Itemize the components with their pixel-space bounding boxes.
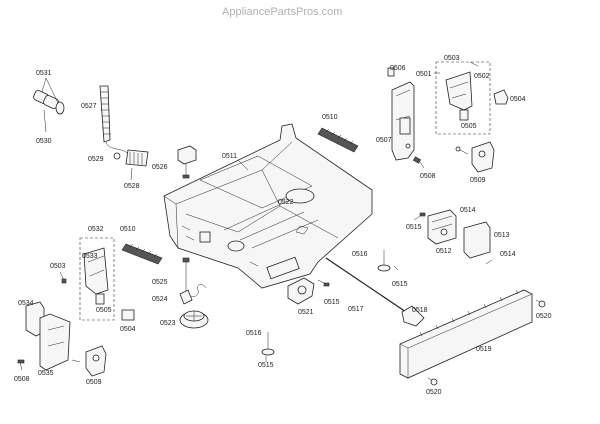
part-label-0535: 0535 — [38, 370, 54, 377]
side-plate-part-0535 — [17, 301, 71, 371]
part-label-0509-left: 0509 — [86, 379, 102, 386]
toe-kick-panel-0519 — [399, 289, 533, 379]
screw-0520-right — [535, 299, 546, 308]
part-label-0515-bottom: 0515 — [258, 362, 274, 369]
part-label-0525: 0525 — [152, 279, 168, 286]
part-label-0512: 0512 — [436, 248, 452, 255]
part-label-0510-left: 0510 — [120, 226, 136, 233]
part-label-0516-right: 0516 — [352, 251, 368, 258]
float-part-left — [121, 243, 163, 265]
part-label-0510-top: 0510 — [322, 114, 338, 121]
bracket-assembly-right-part — [387, 67, 425, 169]
part-label-0527: 0527 — [81, 103, 97, 110]
assembly-group-box-0532 — [79, 237, 115, 321]
rod-part-0517 — [325, 257, 407, 313]
screw-0520-bottom — [427, 377, 438, 386]
part-label-0515-right: 0515 — [406, 224, 422, 231]
part-label-0509-top: 0509 — [470, 177, 486, 184]
base-tub-part — [163, 123, 373, 289]
hinge-part-0509-left — [71, 345, 107, 377]
part-label-0501: 0501 — [416, 71, 432, 78]
part-label-0530: 0530 — [36, 138, 52, 145]
part-label-0515-center: 0515 — [324, 299, 340, 306]
part-label-0505-top: 0505 — [461, 123, 477, 130]
part-label-0526: 0526 — [152, 164, 168, 171]
part-label-0514-top: 0514 — [460, 207, 476, 214]
part-label-0523: 0523 — [160, 320, 176, 327]
part-label-0503-top: 0503 — [444, 55, 460, 62]
part-label-0513: 0513 — [494, 232, 510, 239]
assembly-group-box-0501 — [435, 61, 491, 135]
lock-bracket-part — [445, 61, 479, 121]
screw-0515-right — [413, 215, 421, 221]
cover-part-0513 — [463, 221, 491, 259]
part-label-0534: 0534 — [18, 300, 34, 307]
part-label-0524: 0524 — [152, 296, 168, 303]
part-label-0521: 0521 — [298, 309, 314, 316]
float-part-top — [317, 127, 359, 153]
part-label-0508-top: 0508 — [420, 173, 436, 180]
sensor-part-0525 — [179, 257, 207, 305]
drain-hose-part — [99, 85, 149, 167]
foot-part-0516-right — [377, 250, 399, 272]
hose-clamp-part — [33, 77, 65, 133]
housing-part-0512 — [427, 209, 457, 245]
part-label-0517: 0517 — [348, 306, 364, 313]
part-label-0529: 0529 — [88, 156, 104, 163]
part-label-0520-bottom: 0520 — [426, 389, 442, 396]
part-label-0520-right: 0520 — [536, 313, 552, 320]
pump-part-0523 — [179, 310, 209, 329]
small-bracket-0504-top — [493, 89, 509, 105]
part-label-0511: 0511 — [222, 153, 237, 160]
small-bracket-0504-left — [121, 309, 135, 321]
part-label-0532: 0532 — [88, 226, 104, 233]
hinge-part-0509-top — [455, 141, 495, 173]
watermark: AppliancePartsPros.com — [222, 6, 342, 18]
part-label-0531: 0531 — [36, 70, 52, 77]
part-label-0504-top: 0504 — [510, 96, 526, 103]
part-label-0528: 0528 — [124, 183, 140, 190]
part-label-0503-left: 0503 — [50, 263, 66, 270]
part-label-0508-left: 0508 — [14, 376, 30, 383]
part-label-0533: 0533 — [82, 253, 98, 260]
part-label-0518: 0518 — [412, 307, 428, 314]
part-label-0504-left: 0504 — [120, 326, 136, 333]
part-label-0506: 0506 — [390, 65, 406, 72]
part-label-0522: 0522 — [278, 199, 294, 206]
valve-part-0521 — [287, 277, 330, 305]
part-label-0515-mid: 0515 — [392, 281, 408, 288]
foot-part-0516-bottom — [261, 332, 275, 362]
part-label-0514-bottom: 0514 — [500, 251, 516, 258]
foot-part — [177, 145, 197, 179]
end-cap-part-0518 — [401, 305, 425, 327]
part-label-0507: 0507 — [376, 137, 392, 144]
lock-bracket-part-left — [83, 247, 109, 305]
screw-0514-right — [485, 259, 493, 265]
part-label-0519: 0519 — [476, 346, 492, 353]
part-label-0505-left: 0505 — [96, 307, 112, 314]
part-label-0502: 0502 — [474, 73, 490, 80]
part-label-0516-bottom: 0516 — [246, 330, 262, 337]
